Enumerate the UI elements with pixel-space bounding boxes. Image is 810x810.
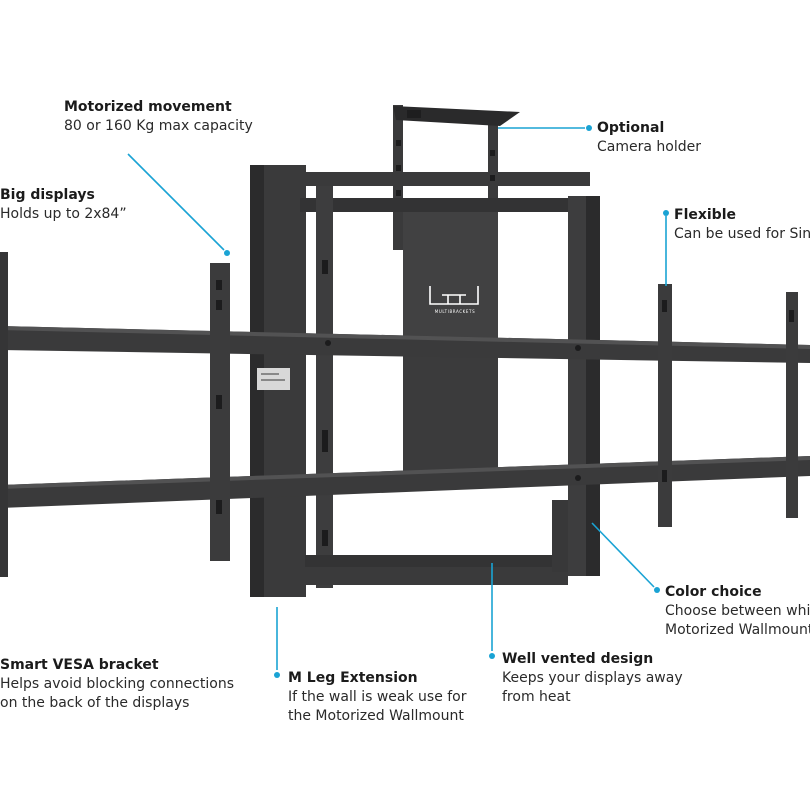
callout-desc: Holds up to 2x84”	[0, 206, 127, 222]
callout-desc: If the wall is weak use for	[288, 689, 467, 705]
callout-flexible: Flexible Can be used for Sing	[674, 206, 810, 244]
callout-big-displays: Big displays Holds up to 2x84”	[0, 186, 127, 224]
callout-desc: Choose between whit	[665, 603, 810, 619]
callout-m-leg-extension: M Leg Extension If the wall is weak use …	[288, 669, 467, 726]
callout-smart-vesa: Smart VESA bracket Helps avoid blocking …	[0, 656, 234, 713]
upper-rail	[0, 326, 810, 363]
callout-desc: Keeps your displays away	[502, 670, 683, 686]
vesa-bracket-arms	[0, 252, 798, 577]
callout-title: Optional	[597, 120, 665, 136]
callout-title: Motorized movement	[64, 99, 232, 115]
logo-text: MULTIBRACKETS	[435, 309, 475, 314]
callout-title: Color choice	[665, 584, 762, 600]
callout-desc: Helps avoid blocking connections	[0, 676, 234, 692]
callout-desc: Can be used for Sing	[674, 226, 810, 242]
callout-lines	[127, 125, 669, 678]
callout-desc: Motorized Wallmount	[665, 622, 810, 638]
callout-title: Big displays	[0, 187, 95, 203]
callout-desc: the Motorized Wallmount	[288, 708, 464, 724]
callout-title: Smart VESA bracket	[0, 657, 159, 673]
callout-well-vented: Well vented design Keeps your displays a…	[502, 650, 683, 707]
ce-label-icon	[257, 368, 290, 390]
callout-desc: on the back of the displays	[0, 695, 190, 711]
callout-desc: Camera holder	[597, 139, 701, 155]
lower-rail	[0, 456, 810, 508]
callout-title: Flexible	[674, 207, 737, 223]
callout-optional: Optional Camera holder	[597, 119, 701, 157]
callout-motorized-movement: Motorized movement 80 or 160 Kg max capa…	[64, 98, 253, 136]
callout-desc: from heat	[502, 689, 571, 705]
multibrackets-logo-icon	[429, 286, 479, 305]
callout-title: M Leg Extension	[288, 670, 418, 686]
callout-color-choice: Color choice Choose between whit Motoriz…	[665, 583, 810, 640]
mount-holes	[216, 140, 794, 546]
callout-title: Well vented design	[502, 651, 654, 667]
callout-desc: 80 or 160 Kg max capacity	[64, 118, 253, 134]
